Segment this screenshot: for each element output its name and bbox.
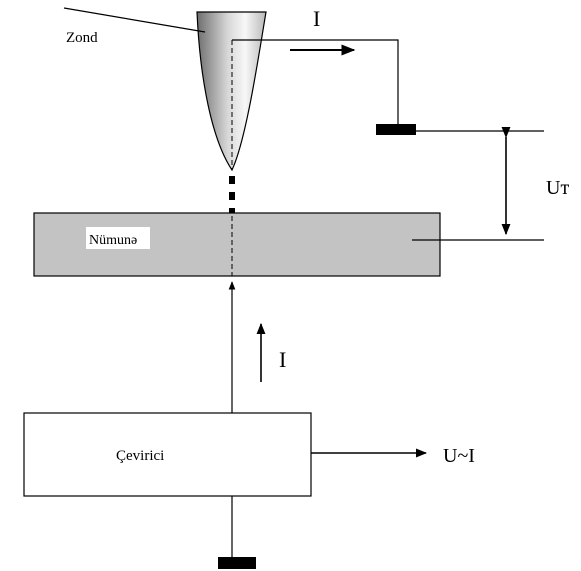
voltage-label: Uт xyxy=(546,177,569,199)
gap-dot xyxy=(229,192,235,200)
gap-dot xyxy=(229,176,235,184)
sample-label-bg xyxy=(86,227,150,249)
top-ground-symbol xyxy=(376,124,416,135)
mid-current-label: I xyxy=(279,347,286,372)
converter-label: Çevirici xyxy=(116,448,164,464)
top-current-label: I xyxy=(313,6,320,31)
probe-label: Zond xyxy=(66,30,98,46)
sample-label: Nümunə xyxy=(89,233,137,248)
converter-box xyxy=(23,412,312,497)
output-label: U~I xyxy=(443,445,475,467)
top-current-wire xyxy=(232,39,399,128)
probe-leader-line xyxy=(63,7,206,33)
bottom-ground-symbol xyxy=(218,557,256,569)
gap-dot xyxy=(229,208,235,216)
